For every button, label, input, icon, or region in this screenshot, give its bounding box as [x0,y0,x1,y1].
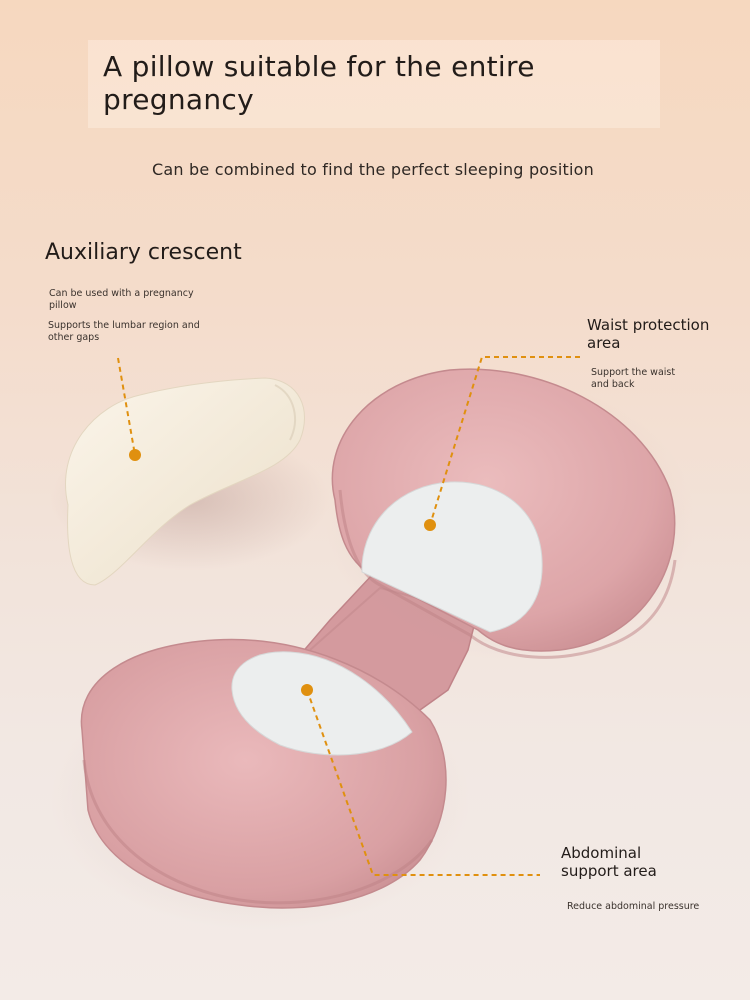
crescent-leader-line [117,357,136,456]
waist-marker-dot [424,519,436,531]
page-title: A pillow suitable for the entire pregnan… [103,50,535,116]
crescent-note-1: Can be used with a pregnancy pillow [49,288,194,311]
abdominal-marker-dot [301,684,313,696]
title-background [88,40,660,128]
abdominal-panel [231,651,413,756]
abdominal-note: Reduce abdominal pressure [567,901,700,912]
abdominal-label: Abdominal support area [561,844,657,880]
crescent-marker-dot [129,449,141,461]
crescent-pillow [65,377,305,586]
page-subtitle: Can be combined to find the perfect slee… [152,160,594,179]
waist-note: Support the waist and back [591,367,676,390]
abdominal-leader-line [306,689,540,876]
crescent-note-2: Supports the lumbar region and other gap… [48,320,200,343]
crescent-title: Auxiliary crescent [45,240,242,265]
waist-label: Waist protection area [587,316,710,352]
waist-panel [361,481,543,633]
